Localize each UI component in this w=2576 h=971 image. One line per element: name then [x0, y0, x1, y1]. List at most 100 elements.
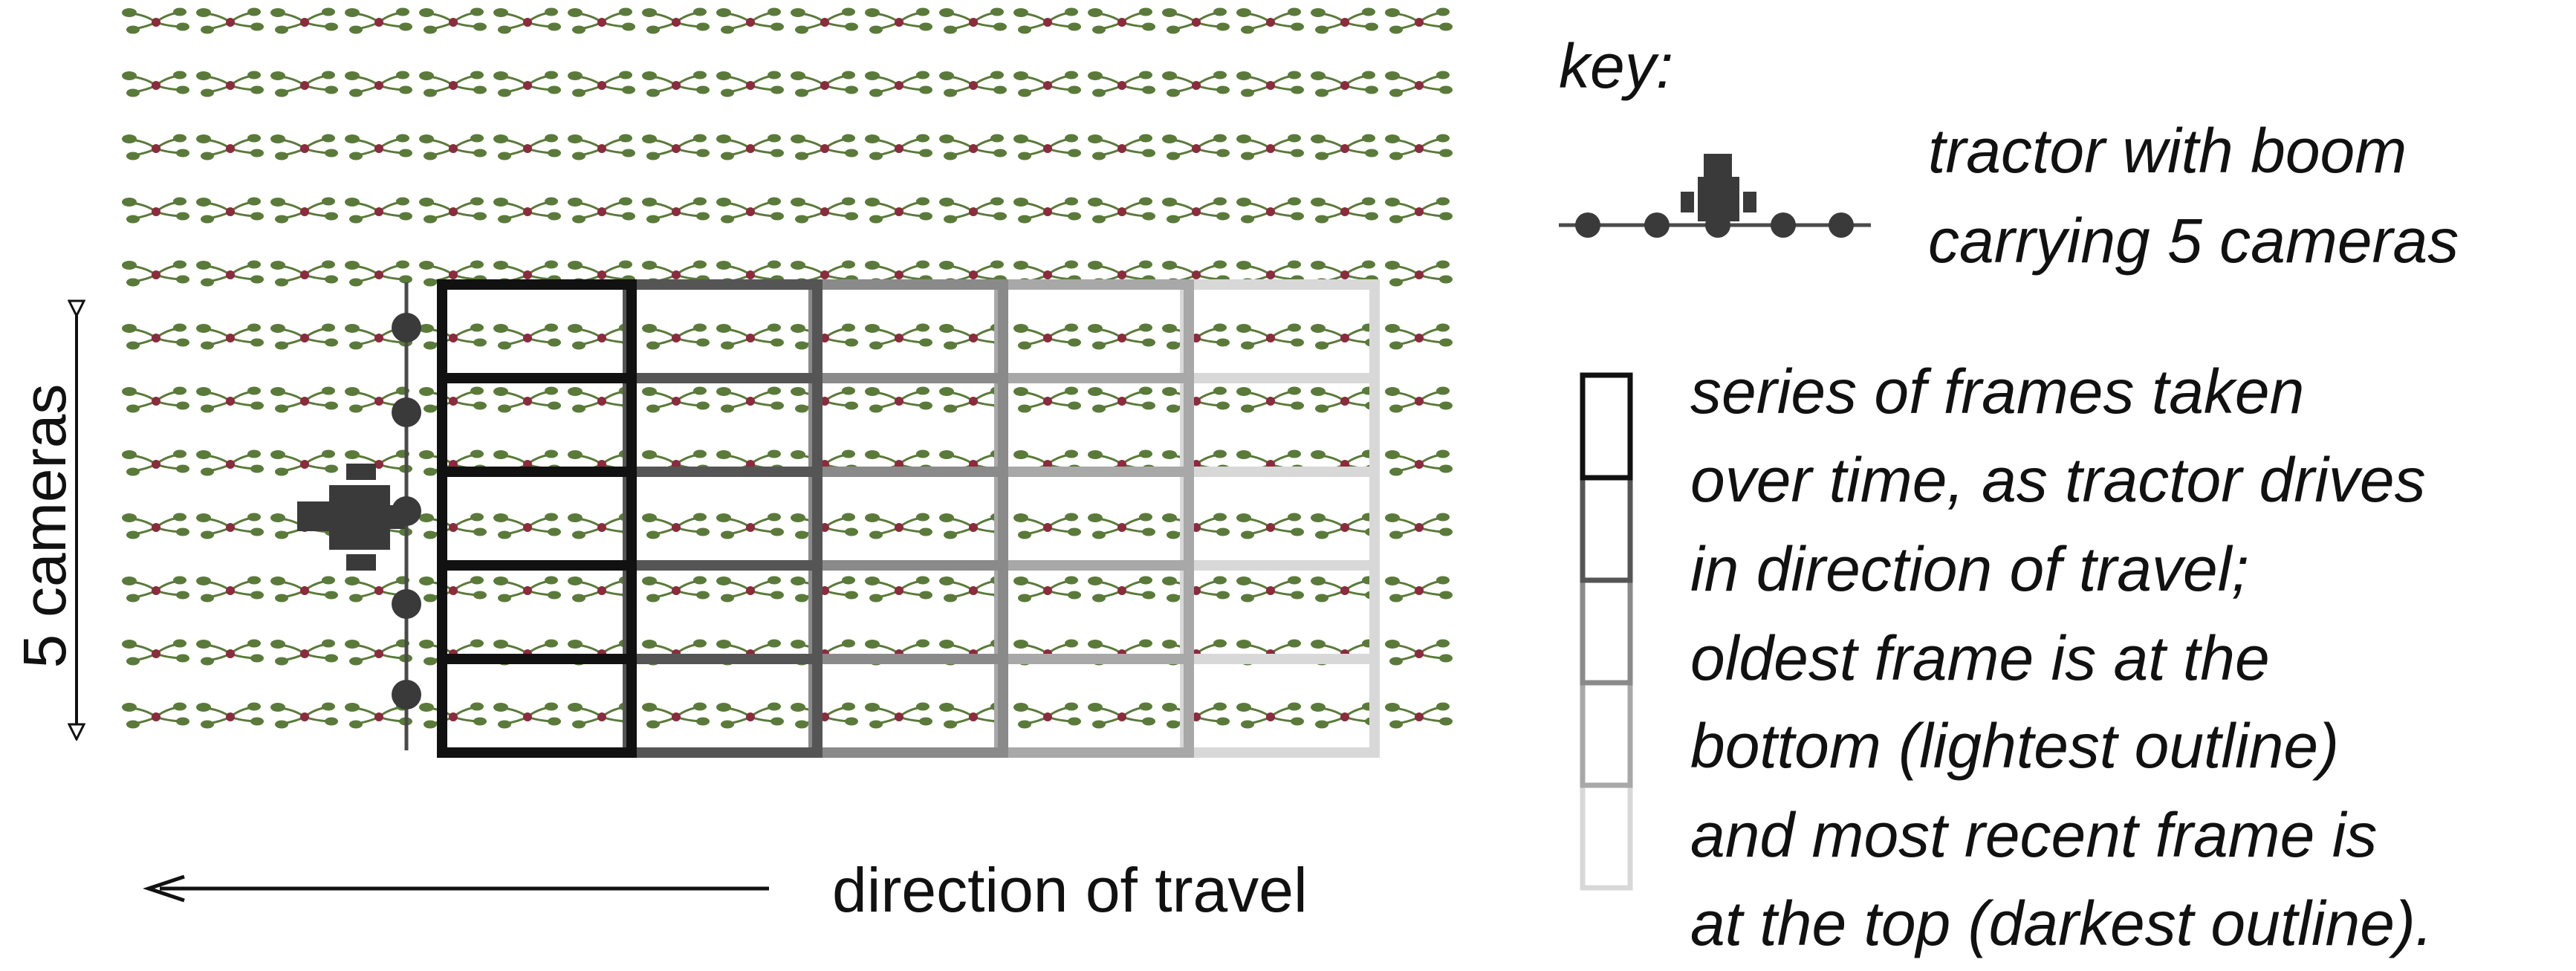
radish-plant [1086, 386, 1157, 414]
radish-plant [1383, 386, 1454, 414]
radish-plant [863, 322, 934, 351]
radish-plant [120, 575, 191, 603]
radish-plant [195, 512, 265, 540]
camera-icon [392, 680, 421, 709]
radish-plant [715, 70, 785, 98]
radish-plant [938, 133, 1008, 161]
radish-plant [1235, 7, 1305, 35]
radish-plant [269, 7, 340, 35]
radish-plant [566, 70, 637, 98]
radish-plant [863, 575, 934, 603]
camera-icon [392, 589, 421, 619]
radish-plant [1383, 7, 1454, 35]
radish-plant [492, 575, 562, 603]
radish-plant [1235, 133, 1305, 161]
frames-key-line: oldest frame is at the [1690, 623, 2270, 693]
tractor-wheel [346, 464, 376, 480]
frame-column [808, 279, 1008, 758]
radish-plant [1161, 386, 1231, 414]
radish-plant [343, 70, 414, 98]
radish-plant [715, 196, 785, 224]
radish-plant [120, 322, 191, 351]
radish-plant [1086, 70, 1157, 98]
radish-plant [1086, 133, 1157, 161]
radish-plant [343, 196, 414, 224]
radish-plant [269, 449, 340, 477]
key-tractor-wheel [1743, 192, 1756, 212]
radish-plant [1161, 196, 1231, 224]
radish-plant [566, 133, 637, 161]
radish-plant [938, 7, 1008, 35]
radish-plant [789, 133, 860, 161]
radish-plant [640, 575, 711, 603]
radish-plant [1383, 701, 1454, 730]
radish-plant [418, 512, 488, 540]
radish-plant [120, 70, 191, 98]
radish-plant [343, 638, 414, 666]
frame-key-swatch [1580, 372, 1633, 481]
radish-plant [269, 575, 340, 603]
radish-plant [938, 196, 1008, 224]
radish-plant [863, 196, 934, 224]
radish-plant [269, 701, 340, 730]
radish-plant [1235, 512, 1305, 540]
radish-plant [195, 449, 265, 477]
radish-plant [1012, 196, 1083, 224]
radish-plant [492, 701, 562, 730]
radish-plant [1161, 701, 1231, 730]
radish-plant [195, 322, 265, 351]
radish-plant [789, 386, 860, 414]
tractor-with-camera-boom [297, 282, 421, 750]
radish-plant [1012, 70, 1083, 98]
radish-plant [1235, 386, 1305, 414]
radish-plant [1012, 575, 1083, 603]
radish-plant [715, 512, 785, 540]
radish-plant [195, 701, 265, 730]
frames-key-line: over time, as tractor drives [1690, 445, 2426, 515]
radish-plant [120, 196, 191, 224]
radish-plant [1235, 196, 1305, 224]
radish-plant [269, 386, 340, 414]
frames-key-line: and most recent frame is [1690, 800, 2377, 870]
radish-plant [195, 196, 265, 224]
radish-plant [863, 701, 934, 730]
radish-plant [195, 638, 265, 666]
radish-plant [1383, 70, 1454, 98]
frame-key-swatch [1580, 577, 1633, 686]
radish-plant [640, 701, 711, 730]
radish-plant [1309, 512, 1380, 540]
radish-plant [1383, 512, 1454, 540]
radish-plant [492, 322, 562, 351]
radish-plant [789, 196, 860, 224]
radish-plant [195, 575, 265, 603]
radish-plant [269, 133, 340, 161]
radish-plant [715, 701, 785, 730]
direction-label: direction of travel [832, 855, 1308, 925]
radish-plant [1383, 322, 1454, 351]
radish-plant [120, 449, 191, 477]
frame-column [437, 279, 637, 758]
radish-plant [195, 386, 265, 414]
radish-plant [1012, 701, 1083, 730]
radish-plant [418, 70, 488, 98]
radish-plant [715, 322, 785, 351]
radish-plant [343, 133, 414, 161]
radish-plant [1383, 638, 1454, 666]
radish-plant [1309, 386, 1380, 414]
radish-plant [269, 638, 340, 666]
radish-plant [1086, 7, 1157, 35]
radish-plant [1012, 322, 1083, 351]
radish-plant [789, 512, 860, 540]
radish-plant [418, 386, 488, 414]
radish-plant [120, 638, 191, 666]
radish-plant [863, 512, 934, 540]
radish-plant [715, 575, 785, 603]
radish-plant [789, 70, 860, 98]
radish-plant [1161, 70, 1231, 98]
radish-plant [863, 386, 934, 414]
radish-plant [343, 7, 414, 35]
key-camera-icon [1829, 212, 1854, 238]
radish-plant [789, 575, 860, 603]
tractor-body [329, 485, 390, 550]
